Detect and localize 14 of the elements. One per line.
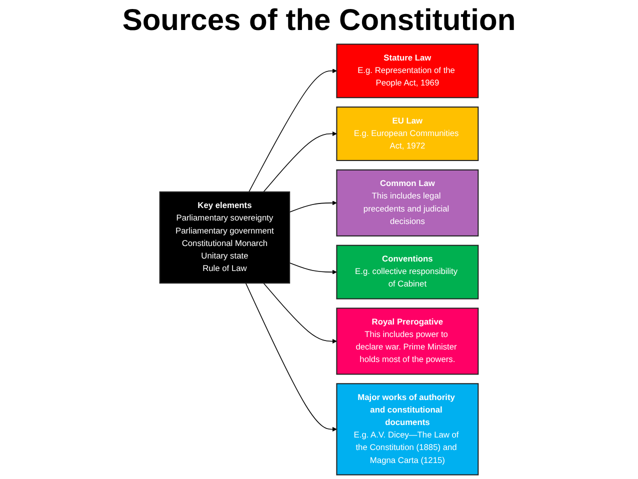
arrow xyxy=(245,282,337,432)
arrow xyxy=(248,68,337,192)
arrow xyxy=(289,200,337,213)
node-box: EU Law E.g. European Communities Act, 1972 xyxy=(336,106,479,162)
arrow xyxy=(263,282,337,344)
node-box: Common Law This includes legal precedents and judicial decisions xyxy=(336,169,479,236)
node-box: Royal Prerogative This includes power to declare war. Prime Minister holds most of the powers. xyxy=(336,308,479,375)
title: Sources of the Constitution xyxy=(122,4,516,38)
arrow xyxy=(289,262,337,274)
node-box: Conventions E.g. collective responsibility of Cabinet xyxy=(336,244,479,300)
node-box: Major works of authority and constitutional documents E.g. A.V. Dicey—The Law of the Constitution (1885) and Magna Carta (1215) xyxy=(336,383,479,476)
node-box: Stature Law E.g. Representation of the People Act, 1969 xyxy=(336,44,479,98)
node-box: Key elements Parliamentary sovereignty Parliamentary government Constitutional Monarch Unitary state Rule of Law xyxy=(159,191,290,284)
arrow xyxy=(263,131,337,192)
